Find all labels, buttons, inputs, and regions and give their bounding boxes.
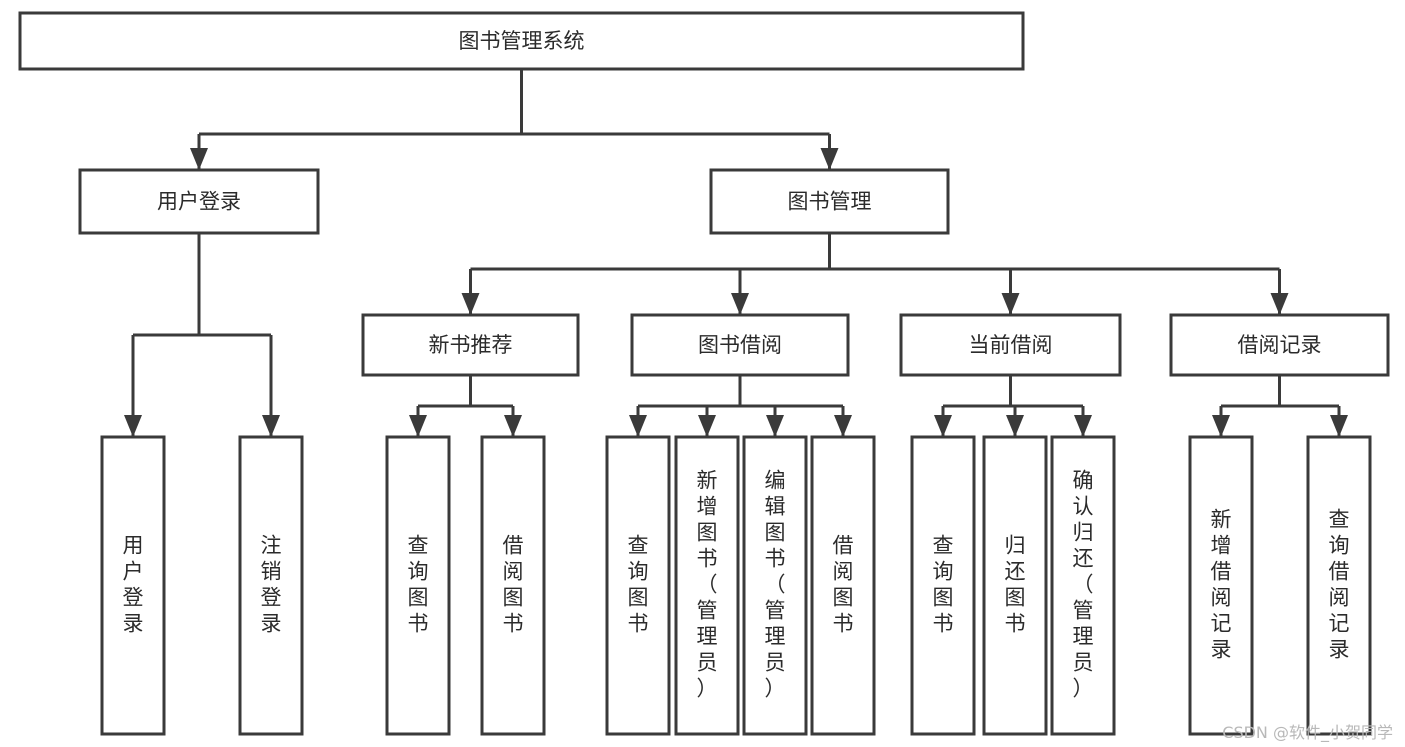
node-label: 用户登录 <box>157 190 241 214</box>
node-box <box>1306 435 1372 736</box>
node-box <box>238 435 304 736</box>
node-label: 当前借阅 <box>969 333 1053 357</box>
arrow-head-icon <box>820 148 839 170</box>
node-leaf-12[interactable]: 查询借阅记录 <box>1306 435 1372 736</box>
arrow-head-icon <box>1270 293 1289 315</box>
arrow-head-icon <box>731 293 749 315</box>
node-leaf-9[interactable]: 归还图书 <box>982 435 1048 736</box>
node-layer: 图书管理系统用户登录图书管理新书推荐图书借阅当前借阅借阅记录用户登录注销登录查询… <box>18 11 1390 736</box>
node-label: 借阅图书 <box>503 534 524 636</box>
arrow-head-icon <box>1001 293 1020 315</box>
node-box <box>1188 435 1254 736</box>
arrow-head-icon <box>461 293 480 315</box>
node-box <box>361 313 580 377</box>
arrow-head-icon <box>124 415 142 437</box>
node-leaf-8[interactable]: 查询图书 <box>910 435 976 736</box>
node-box <box>742 435 808 736</box>
node-label: 借阅记录 <box>1238 333 1322 357</box>
node-label: 归还图书 <box>1005 534 1026 636</box>
arrow-head-icon <box>834 415 852 437</box>
node-leaf-4[interactable]: 查询图书 <box>605 435 671 736</box>
node-label: 查询图书 <box>628 534 649 636</box>
node-label: 确认归还（管理员） <box>1073 469 1094 701</box>
node-leaf-5[interactable]: 新增图书（管理员） <box>674 435 740 736</box>
node-box <box>899 313 1122 377</box>
node-box <box>674 435 740 736</box>
node-level2-3[interactable]: 借阅记录 <box>1169 313 1390 377</box>
node-leaf-10[interactable]: 确认归还（管理员） <box>1050 435 1116 736</box>
node-label: 查询图书 <box>408 534 429 636</box>
node-label: 查询图书 <box>933 534 954 636</box>
node-leaf-11[interactable]: 新增借阅记录 <box>1188 435 1254 736</box>
arrow-head-icon <box>409 415 427 437</box>
node-label: 新增借阅记录 <box>1211 508 1232 662</box>
node-box <box>605 435 671 736</box>
node-box <box>100 435 166 736</box>
connector-layer <box>124 69 1348 437</box>
node-label: 新增图书（管理员） <box>697 469 718 701</box>
arrow-head-icon <box>1330 415 1348 437</box>
arrow-head-icon <box>629 415 647 437</box>
node-level1-0[interactable]: 用户登录 <box>78 168 320 235</box>
watermark-label: CSDN @软件_小贺同学 <box>1222 723 1393 742</box>
arrow-head-icon <box>1074 415 1092 437</box>
node-box <box>810 435 876 736</box>
node-label: 图书管理系统 <box>459 29 585 53</box>
node-label: 编辑图书（管理员） <box>765 469 786 701</box>
node-label: 查询借阅记录 <box>1329 508 1350 662</box>
arrow-head-icon <box>934 415 952 437</box>
node-label: 用户登录 <box>123 534 144 636</box>
node-box <box>18 11 1025 71</box>
arrow-head-icon <box>504 415 522 437</box>
node-box <box>982 435 1048 736</box>
node-level2-0[interactable]: 新书推荐 <box>361 313 580 377</box>
arrow-head-icon <box>1006 415 1024 437</box>
arrow-head-icon <box>766 415 784 437</box>
arrow-head-icon <box>1212 415 1230 437</box>
node-box <box>910 435 976 736</box>
node-leaf-0[interactable]: 用户登录 <box>100 435 166 736</box>
node-leaf-7[interactable]: 借阅图书 <box>810 435 876 736</box>
node-box <box>1169 313 1390 377</box>
node-box <box>630 313 850 377</box>
node-label: 借阅图书 <box>833 534 854 636</box>
node-label: 注销登录 <box>261 534 282 636</box>
arrow-head-icon <box>262 415 280 437</box>
node-root-0[interactable]: 图书管理系统 <box>18 11 1025 71</box>
node-level2-1[interactable]: 图书借阅 <box>630 313 850 377</box>
node-leaf-6[interactable]: 编辑图书（管理员） <box>742 435 808 736</box>
node-label: 图书管理 <box>788 190 872 214</box>
node-box <box>709 168 950 235</box>
node-box <box>480 435 546 736</box>
node-leaf-1[interactable]: 注销登录 <box>238 435 304 736</box>
arrow-head-icon <box>190 148 208 170</box>
node-level1-1[interactable]: 图书管理 <box>709 168 950 235</box>
node-label: 图书借阅 <box>698 333 782 357</box>
node-box <box>1050 435 1116 736</box>
arrow-head-icon <box>698 415 716 437</box>
node-box <box>385 435 451 736</box>
node-leaf-2[interactable]: 查询图书 <box>385 435 451 736</box>
node-leaf-3[interactable]: 借阅图书 <box>480 435 546 736</box>
node-level2-2[interactable]: 当前借阅 <box>899 313 1122 377</box>
node-label: 新书推荐 <box>429 333 513 357</box>
node-box <box>78 168 320 235</box>
